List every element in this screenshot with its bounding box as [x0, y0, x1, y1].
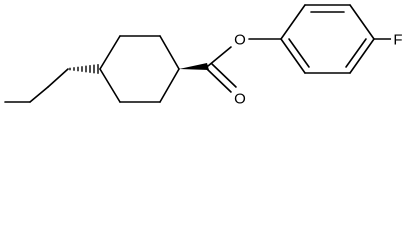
aryl-bond-4	[349, 38, 375, 74]
aryl-bond-3	[349, 4, 375, 40]
fluorophenyl-ring	[280, 4, 392, 74]
ester-oxygen-label: O	[234, 32, 246, 49]
cyclohexane-ring	[99, 35, 180, 103]
aryl-bond-6	[280, 38, 306, 74]
chemical-structure: O O F	[4, 4, 405, 108]
hashed-wedge-bond	[69, 63, 99, 75]
ring-bond-3	[159, 35, 180, 70]
ring-bond-6	[99, 68, 121, 103]
bold-wedge-bond	[179, 63, 209, 70]
bond-carbonyl-double-b	[211, 63, 237, 88]
ester-group	[206, 38, 282, 93]
ring-bond-1	[99, 35, 121, 70]
bond-ch2-ch2	[29, 86, 49, 103]
bond-carbonyl-double-a	[206, 68, 232, 93]
aryl-bond-1	[280, 4, 306, 40]
fluorine-label: F	[393, 32, 402, 49]
propyl-chain	[4, 68, 69, 103]
aryl-inner-bond-2	[345, 38, 367, 68]
atom-labels: O O F	[233, 32, 405, 108]
bond-ch2-ring	[47, 68, 69, 88]
aryl-inner-bond-3	[288, 38, 310, 68]
ring-bond-4	[159, 68, 180, 103]
bond-carbonyl-c-o-single	[207, 46, 232, 67]
carbonyl-oxygen-label: O	[234, 91, 246, 108]
